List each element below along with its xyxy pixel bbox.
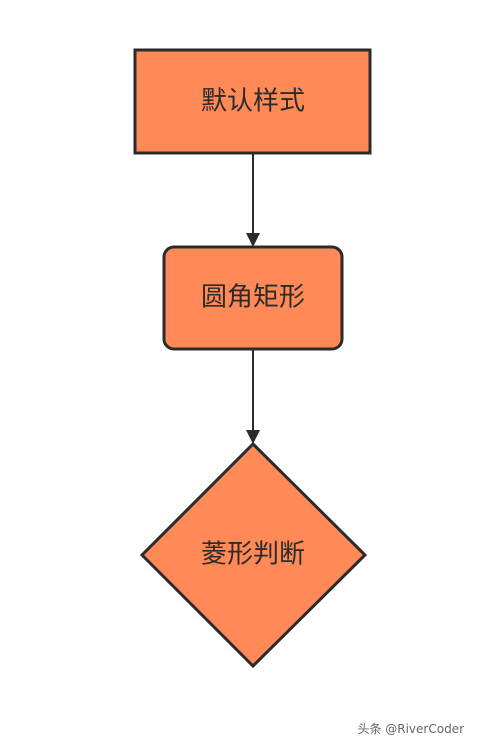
node-label-rounded-rectangle: 圆角矩形 <box>201 283 305 313</box>
node-label-diamond-decision: 菱形判断 <box>201 540 305 570</box>
node-diamond-decision[interactable]: 菱形判断 <box>139 441 368 669</box>
diamond-shape <box>139 441 368 669</box>
node-default-style[interactable]: 默认样式 <box>133 48 372 155</box>
node-label-default-style: 默认样式 <box>201 87 305 117</box>
rounded-rectangle-shape <box>162 245 344 351</box>
node-rounded-rectangle[interactable]: 圆角矩形 <box>162 245 344 351</box>
rectangle-shape <box>133 48 372 155</box>
watermark: 头条 @RiverCoder <box>357 722 464 736</box>
